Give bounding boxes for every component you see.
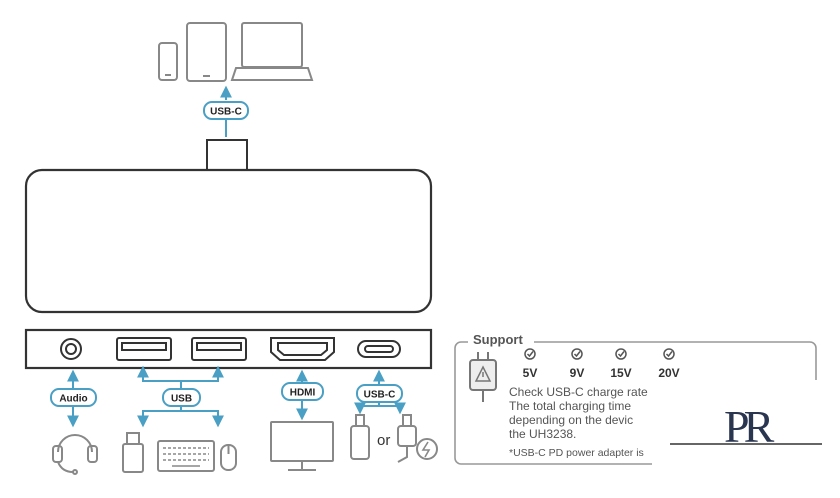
support-note: *USB-C PD power adapter is bbox=[509, 447, 644, 459]
headset-icon bbox=[52, 434, 98, 475]
audio-label: Audio bbox=[59, 394, 87, 405]
voltage-9v: 9V bbox=[570, 366, 585, 380]
phone-icon bbox=[158, 42, 178, 81]
hdmi-label: HDMI bbox=[290, 388, 316, 399]
usb-label: USB bbox=[171, 394, 192, 405]
support-title: Support bbox=[473, 332, 523, 347]
audio-jack bbox=[60, 338, 82, 360]
usbc-badge bbox=[356, 384, 403, 403]
usb-port-1 bbox=[116, 337, 172, 361]
support-line-2: The total charging time bbox=[509, 399, 631, 413]
dock-cable-plug bbox=[206, 139, 248, 171]
voltage-20v: 20V bbox=[658, 366, 679, 380]
power-adapter-icon bbox=[469, 352, 497, 402]
usbc-label: USB-C bbox=[364, 390, 396, 401]
usb-flash-drive-icon bbox=[122, 432, 144, 473]
usbc-port bbox=[357, 340, 401, 358]
support-line-3: depending on the devic bbox=[509, 413, 633, 427]
usbc-charger-icon bbox=[397, 414, 438, 463]
support-line-1: Check USB-C charge rate bbox=[509, 385, 648, 399]
hdmi-badge bbox=[281, 382, 324, 401]
logo-overlay bbox=[652, 380, 827, 476]
usb-port-2 bbox=[191, 337, 247, 361]
monitor-icon bbox=[270, 421, 334, 471]
usbc-drive-icon bbox=[350, 414, 370, 460]
voltage-15v: 15V bbox=[610, 366, 631, 380]
top-usbc-label: USB-C bbox=[210, 107, 242, 118]
mouse-icon bbox=[220, 444, 237, 471]
laptop-icon bbox=[230, 22, 314, 81]
top-usbc-badge bbox=[203, 101, 249, 120]
support-line-4: the UH3238. bbox=[509, 427, 576, 441]
voltage-5v: 5V bbox=[523, 366, 538, 380]
audio-badge bbox=[50, 388, 97, 407]
tablet-icon bbox=[186, 22, 227, 82]
dock-body bbox=[24, 168, 433, 314]
usb-badge bbox=[162, 388, 201, 407]
keyboard-icon bbox=[157, 440, 215, 472]
or-text: or bbox=[377, 432, 390, 449]
hdmi-port bbox=[270, 337, 335, 361]
check-icon bbox=[524, 348, 675, 360]
